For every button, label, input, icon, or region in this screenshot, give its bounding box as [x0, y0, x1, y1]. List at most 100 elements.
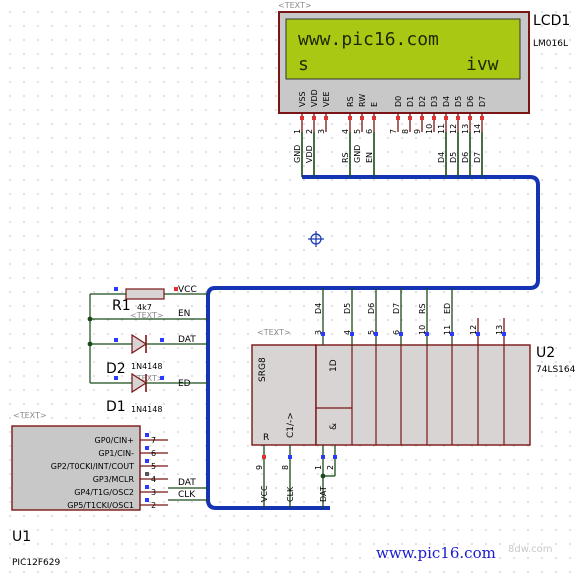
lcd-pin-marker: [324, 116, 328, 120]
net-dat-label-d2: DAT: [178, 335, 196, 345]
d1-diode[interactable]: D1 1N4148 ED: [106, 372, 191, 415]
u1-pin-marker: [145, 433, 149, 437]
lcd-net-label: RS: [341, 152, 350, 163]
lcd-net-label: D6: [461, 152, 470, 163]
lcd-pin-label: VEE: [322, 91, 331, 107]
u2-c1-label: C1/->: [286, 412, 296, 438]
u1-pin-marker: [145, 446, 149, 450]
u1-pin-label: GP4/T1G/OSC2: [74, 488, 134, 497]
u2-pin-marker: [399, 332, 403, 336]
lcd-pin-number: 2: [305, 129, 314, 134]
u1-pin-label: GP5/T1CKI/OSC1: [67, 501, 134, 510]
lcd-net-label: GND: [293, 145, 302, 163]
net-vcc-label: VCC: [178, 285, 197, 295]
u2-net-label: D6: [367, 303, 376, 314]
lcd-pin-label: RS: [346, 96, 355, 107]
r1-name: R1: [112, 298, 131, 314]
u2-pin-marker: [476, 332, 480, 336]
u2-pin-number: 3: [314, 330, 323, 335]
u1-net-clk: CLK: [178, 490, 196, 500]
watermark-faded: 8dw.com: [508, 544, 553, 555]
u1-name: U1: [12, 529, 31, 545]
u2-pin-marker: [262, 455, 266, 459]
lcd-net-label: D5: [449, 152, 458, 163]
u2-and-label: &: [329, 423, 339, 430]
r1-resistor[interactable]: R1 4k7 <TEXT> VCC EN: [112, 285, 197, 320]
lcd-pin-number: 13: [461, 124, 470, 134]
lcd-pin-label: VDD: [310, 89, 319, 107]
lcd-net-label: GND: [353, 145, 362, 163]
r1-value: 4k7: [137, 303, 152, 312]
u2-control-block: [251, 344, 317, 446]
u1-body: [11, 425, 141, 511]
u2-pin-marker: [502, 332, 506, 336]
lcd-pin-marker: [432, 116, 436, 120]
lcd-pin-label: RW: [358, 94, 367, 107]
lcd-pin-number: 8: [401, 129, 410, 134]
u2-net-label: ED: [443, 303, 452, 314]
lcd-pin-marker: [372, 116, 376, 120]
data-bus[interactable]: [206, 175, 540, 510]
lcd-pin-label: D6: [466, 96, 475, 107]
lcd-pin-marker: [348, 116, 352, 120]
u2-bottom-net-label: CLK: [286, 486, 295, 502]
u2-r-label: R: [263, 433, 269, 443]
lcd-pins: VSS1VDD2VEE3RS4RW5E6D07D18D29D310D411D51…: [293, 89, 487, 163]
u2-pin-marker: [288, 455, 292, 459]
u1-model: PIC12F629: [12, 558, 60, 568]
u1-pin-marker: [145, 485, 149, 489]
u2-1d-label: 1D: [329, 359, 339, 372]
lcd-net-label: VDD: [305, 145, 314, 163]
u2-pin-number: 6: [392, 330, 401, 335]
net-ed-label-d1: ED: [178, 379, 191, 389]
u2-model: 74LS164: [536, 365, 576, 375]
u2-pin-marker: [374, 332, 378, 336]
lcd-pin-label: E: [370, 102, 379, 107]
lcd-pin-label: D3: [430, 96, 439, 107]
u2-tag: <TEXT>: [257, 328, 291, 337]
lcd-pin-number: 14: [473, 124, 482, 134]
r1-tag: <TEXT>: [130, 311, 164, 320]
u2-pin-number: 8: [281, 465, 290, 470]
u2-bottom-net-label: VCC: [260, 485, 269, 502]
u2-pin-marker: [333, 455, 337, 459]
u2-net-label: D7: [392, 303, 401, 314]
u2-net-label: RS: [418, 303, 427, 314]
lcd-pin-marker: [456, 116, 460, 120]
u2-pin-number: 13: [495, 325, 504, 335]
u2-pin-number: 12: [469, 325, 478, 335]
u2-pin-number: 10: [418, 325, 427, 335]
lcd-line1: www.pic16.com: [298, 29, 439, 50]
d2-diode[interactable]: D2 1N4148 <TEXT> DAT: [106, 333, 196, 383]
u2-pin-number: 4: [343, 330, 352, 335]
lcd-module[interactable]: <TEXT> www.pic16.com s ivw LCD1 LM016L V…: [278, 1, 570, 163]
lcd-pin-number: 1: [293, 129, 302, 134]
u2-pin-marker: [321, 332, 325, 336]
bus-entries: [301, 132, 483, 177]
lcd-pin-label: D1: [406, 96, 415, 107]
lcd-pin-label: D0: [394, 96, 403, 107]
lcd-net-label: D4: [437, 152, 446, 163]
d1-model: 1N4148: [131, 405, 162, 414]
d2-triangle: [131, 333, 148, 355]
r1-body: [125, 288, 165, 300]
u2-pin-number: 9: [255, 465, 264, 470]
lcd-line2-left: s: [298, 54, 309, 75]
lcd-pin-marker: [420, 116, 424, 120]
lcd-pin-marker: [396, 116, 400, 120]
u1-pic-mcu[interactable]: <TEXT> U1 PIC12F629 GP0/CIN+7GP1/CIN-6GP…: [11, 411, 196, 568]
lcd-pin-label: VSS: [298, 91, 307, 107]
lcd-pin-number: 7: [389, 129, 398, 134]
lcd-pin-marker: [468, 116, 472, 120]
d1-name: D1: [106, 399, 126, 415]
lcd-name: LCD1: [533, 13, 570, 29]
lcd-pin-number: 11: [437, 124, 446, 134]
lcd-pin-number: 5: [353, 129, 362, 134]
lcd-pin-label: D7: [478, 96, 487, 107]
u1-pin-label: GP0/CIN+: [95, 436, 134, 445]
u1-pin-label: GP1/CIN-: [98, 449, 134, 458]
